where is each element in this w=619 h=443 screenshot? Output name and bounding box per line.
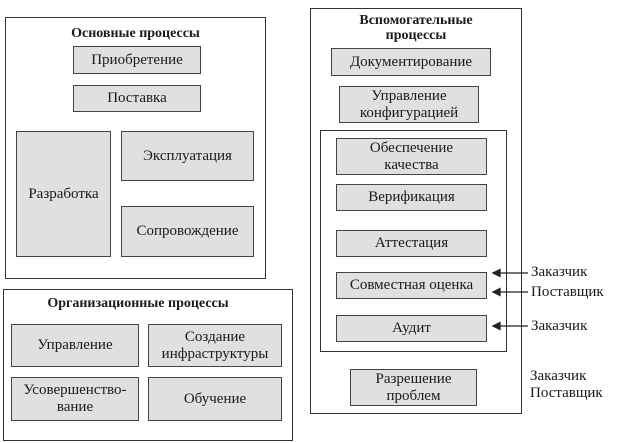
supporting-processes-title: Вспомогательные процессы: [359, 13, 473, 43]
process-improvement: Усовершенство- вание: [11, 377, 139, 421]
process-maintenance: Сопровождение: [121, 206, 254, 257]
process-acquisition: Приобретение: [73, 46, 201, 74]
process-audit: Аудит: [336, 315, 487, 342]
role-label-joint-review-customer: Заказчик: [531, 264, 588, 280]
process-infrastructure: Создание инфраструктуры: [148, 324, 282, 367]
process-training: Обучение: [148, 377, 282, 421]
process-operation: Эксплуатация: [121, 131, 254, 181]
process-joint-review: Совместная оценка: [336, 272, 487, 299]
main-processes-title: Основные процессы: [71, 26, 200, 41]
process-supply: Поставка: [73, 85, 201, 112]
role-label-problem-resolution: Заказчик Поставщик: [530, 368, 603, 401]
process-management: Управление: [11, 324, 139, 367]
arrowhead-joint-review-supplier: [491, 287, 501, 297]
process-quality-assurance: Обеспечение качества: [336, 138, 487, 175]
process-validation: Аттестация: [336, 230, 487, 257]
arrowhead-audit-customer: [491, 321, 501, 331]
process-development: Разработка: [16, 131, 111, 257]
process-problem-resolution: Разрешение проблем: [350, 369, 477, 406]
quality-subgroup: [320, 130, 507, 352]
process-documentation: Документирование: [331, 48, 491, 76]
arrowhead-joint-review-customer: [491, 268, 501, 278]
process-verification: Верификация: [336, 184, 487, 211]
role-label-joint-review-supplier: Поставщик: [531, 284, 604, 300]
organizational-processes-title: Организационные процессы: [47, 296, 229, 311]
process-configuration-management: Управление конфигурацией: [339, 86, 479, 123]
role-label-audit-customer: Заказчик: [531, 318, 588, 334]
